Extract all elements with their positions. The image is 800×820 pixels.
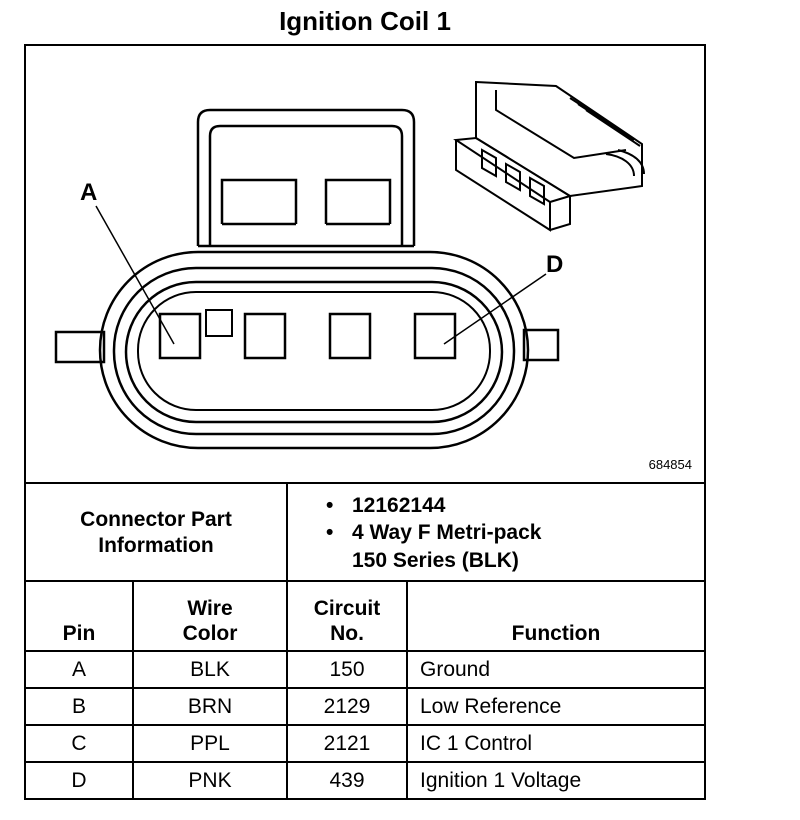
leader-line-d xyxy=(443,273,547,345)
header-circuit-line1: Circuit xyxy=(313,596,381,620)
latch-housing xyxy=(196,108,416,246)
tab-left xyxy=(54,330,106,364)
pin-cell: D xyxy=(26,761,134,798)
connector-drawing: A D xyxy=(54,80,645,450)
connector-part-label-line1: Connector Part xyxy=(80,507,232,531)
part-number: 12162144 xyxy=(326,492,704,520)
circuit-cell: 2121 xyxy=(286,724,408,763)
pin-cell: C xyxy=(26,724,134,763)
circuit-cell: 439 xyxy=(286,761,408,798)
pin-cavity-a xyxy=(158,312,202,360)
part-description-line1: 4 Way F Metri-pack xyxy=(352,521,542,545)
header-wire-color-line2: Color xyxy=(182,621,238,645)
function-cell: Ignition 1 Voltage xyxy=(406,761,704,798)
connector-part-details: 12162144 4 Way F Metri-pack 150 Series (… xyxy=(287,482,704,582)
pin-cavity-d xyxy=(413,312,457,360)
connector-body-ring xyxy=(112,266,516,436)
connector-frame: A D 684854 Connector Part Info xyxy=(24,44,706,800)
table-row: A BLK 150 Ground xyxy=(26,650,704,689)
function-cell: IC 1 Control xyxy=(406,724,704,763)
pin-cavity-b xyxy=(243,312,287,360)
header-function: Function xyxy=(406,580,704,652)
part-description-line2: 150 Series (BLK) xyxy=(352,548,519,572)
header-wire-color-line1: Wire xyxy=(187,596,233,620)
connector-body-outer xyxy=(98,250,530,450)
table-row: C PPL 2121 IC 1 Control xyxy=(26,724,704,763)
connector-part-label-line2: Information xyxy=(98,534,214,557)
wire-color-cell: BRN xyxy=(132,687,288,726)
latch-inner-left xyxy=(208,124,404,246)
circuit-cell: 2129 xyxy=(286,687,408,726)
part-description: 4 Way F Metri-pack 150 Series (BLK) xyxy=(326,519,704,574)
wire-color-cell: PPL xyxy=(132,724,288,763)
key-notch xyxy=(205,309,233,337)
header-circuit: Circuit No. xyxy=(286,580,408,652)
figure-number: 684854 xyxy=(648,457,692,472)
pin-table-header: Pin Wire Color Circuit No. Function xyxy=(26,580,704,652)
wire-color-cell: PNK xyxy=(132,761,288,798)
header-circuit-line2: No. xyxy=(330,621,364,645)
table-row: B BRN 2129 Low Reference xyxy=(26,687,704,726)
connector-part-label: Connector Part Information xyxy=(26,482,288,582)
wire-color-cell: BLK xyxy=(132,650,288,689)
connector-part-info: Connector Part Information 12162144 4 Wa… xyxy=(26,482,704,582)
function-cell: Ground xyxy=(406,650,704,689)
connector-figure: A D 684854 xyxy=(26,46,704,482)
pin-cell: A xyxy=(26,650,134,689)
table-row: D PNK 439 Ignition 1 Voltage xyxy=(26,761,704,798)
pin-cell: B xyxy=(26,687,134,726)
latch-slot-right xyxy=(324,178,392,224)
circuit-cell: 150 xyxy=(286,650,408,689)
function-cell: Low Reference xyxy=(406,687,704,726)
connector-body-inner xyxy=(124,280,504,424)
callout-a: A xyxy=(80,179,97,206)
connector-perspective-sketch xyxy=(453,80,645,232)
callout-d: D xyxy=(546,251,563,278)
connector-face xyxy=(137,291,491,411)
leader-line-a xyxy=(95,205,175,345)
pin-table: Pin Wire Color Circuit No. Function A BL… xyxy=(26,580,704,798)
diagram-title: Ignition Coil 1 xyxy=(279,6,451,36)
latch-slot-left xyxy=(220,178,298,224)
header-wire-color: Wire Color xyxy=(132,580,288,652)
tab-right xyxy=(522,328,560,362)
header-pin: Pin xyxy=(26,580,134,652)
pin-cavity-c xyxy=(328,312,372,360)
